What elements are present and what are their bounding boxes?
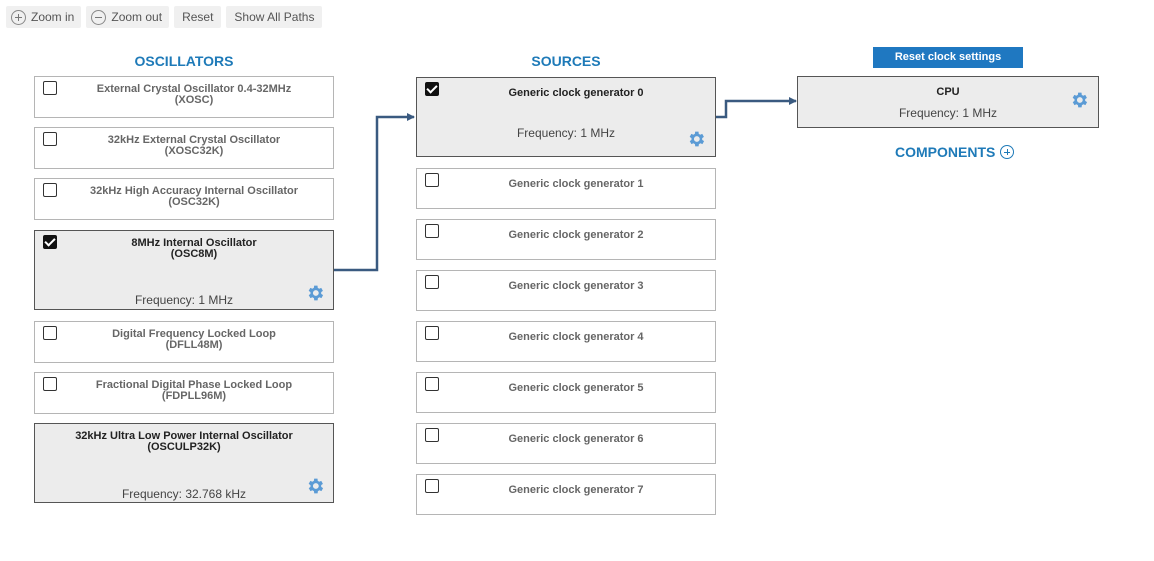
source-name: Generic clock generator 2 [508,229,644,241]
source-name: Generic clock generator 6 [508,433,644,445]
show-all-paths-label: Show All Paths [234,10,315,24]
source-checkbox[interactable] [425,82,439,96]
gear-icon[interactable] [686,129,706,149]
oscillator-name: Digital Frequency Locked Loop(DFLL48M) [112,328,276,351]
zoom-in-button[interactable]: Zoom in [6,6,82,28]
oscillator-xosc[interactable]: External Crystal Oscillator 0.4-32MHz(XO… [34,76,334,118]
oscillator-name: 8MHz Internal Oscillator(OSC8M) [131,237,257,260]
source-gclk5[interactable]: Generic clock generator 5 [416,372,716,413]
show-all-paths-button[interactable]: Show All Paths [226,6,323,28]
oscillator-osc32k[interactable]: 32kHz High Accuracy Internal Oscillator(… [34,178,334,220]
source-gclk0[interactable]: Generic clock generator 0 Frequency: 1 M… [416,77,716,157]
gear-icon[interactable] [305,476,325,496]
source-gclk3[interactable]: Generic clock generator 3 [416,270,716,311]
oscillator-name: Fractional Digital Phase Locked Loop(FDP… [95,379,293,402]
zoom-in-icon [11,9,26,25]
zoom-out-button[interactable]: Zoom out [86,6,170,28]
source-checkbox[interactable] [425,224,439,238]
oscillator-frequency: Frequency: 1 MHz [134,293,234,307]
gear-icon[interactable] [1069,90,1089,110]
source-checkbox[interactable] [425,377,439,391]
oscillators-heading: OSCILLATORS [134,53,234,69]
source-gclk6[interactable]: Generic clock generator 6 [416,423,716,464]
oscillator-name: 32kHz High Accuracy Internal Oscillator(… [89,185,299,208]
wire-gclk0-to-cpu [716,97,797,119]
components-add-button[interactable]: COMPONENTS [895,144,1015,160]
oscillator-fdpll96m[interactable]: Fractional Digital Phase Locked Loop(FDP… [34,372,334,414]
wire-osc8m-to-gclk0 [334,113,415,272]
component-frequency: Frequency: 1 MHz [898,106,998,120]
source-checkbox[interactable] [425,428,439,442]
zoom-out-label: Zoom out [111,10,163,24]
oscillator-frequency: Frequency: 32.768 kHz [121,487,247,501]
oscillator-name: External Crystal Oscillator 0.4-32MHz(XO… [96,83,292,106]
oscillator-checkbox[interactable] [43,132,57,146]
source-checkbox[interactable] [425,479,439,493]
oscillator-dfll48m[interactable]: Digital Frequency Locked Loop(DFLL48M) [34,321,334,363]
source-checkbox[interactable] [425,173,439,187]
oscillator-checkbox[interactable] [43,235,57,249]
component-name: CPU [936,86,960,98]
oscillator-checkbox[interactable] [43,377,57,391]
oscillator-checkbox[interactable] [43,326,57,340]
oscillator-osc8m[interactable]: 8MHz Internal Oscillator(OSC8M) Frequenc… [34,230,334,310]
add-icon [1000,145,1015,159]
oscillator-name: 32kHz External Crystal Oscillator(XOSC32… [107,134,281,157]
oscillator-checkbox[interactable] [43,81,57,95]
zoom-out-icon [91,9,107,25]
source-name: Generic clock generator 5 [508,382,644,394]
components-heading: COMPONENTS [895,144,996,160]
zoom-in-label: Zoom in [31,10,75,24]
gear-icon[interactable] [305,283,325,303]
sources-heading: SOURCES [531,53,601,69]
source-frequency: Frequency: 1 MHz [516,126,616,140]
oscillator-checkbox[interactable] [43,183,57,197]
source-name: Generic clock generator 1 [508,178,644,190]
source-name: Generic clock generator 3 [508,280,644,292]
source-name: Generic clock generator 4 [508,331,644,343]
toolbar: Zoom in Zoom out Reset Show All Paths [6,6,323,28]
oscillator-name: 32kHz Ultra Low Power Internal Oscillato… [75,430,293,453]
source-gclk4[interactable]: Generic clock generator 4 [416,321,716,362]
source-checkbox[interactable] [425,275,439,289]
oscillator-osculp32k[interactable]: 32kHz Ultra Low Power Internal Oscillato… [34,423,334,503]
source-gclk1[interactable]: Generic clock generator 1 [416,168,716,209]
source-gclk7[interactable]: Generic clock generator 7 [416,474,716,515]
source-checkbox[interactable] [425,326,439,340]
oscillator-xosc32k[interactable]: 32kHz External Crystal Oscillator(XOSC32… [34,127,334,169]
component-cpu[interactable]: CPU Frequency: 1 MHz [797,76,1099,128]
reset-clock-settings-button[interactable]: Reset clock settings [873,47,1023,68]
reset-label: Reset [182,10,214,24]
source-name: Generic clock generator 7 [508,484,644,496]
source-gclk2[interactable]: Generic clock generator 2 [416,219,716,260]
source-name: Generic clock generator 0 [508,87,644,99]
reset-button[interactable]: Reset [174,6,222,28]
